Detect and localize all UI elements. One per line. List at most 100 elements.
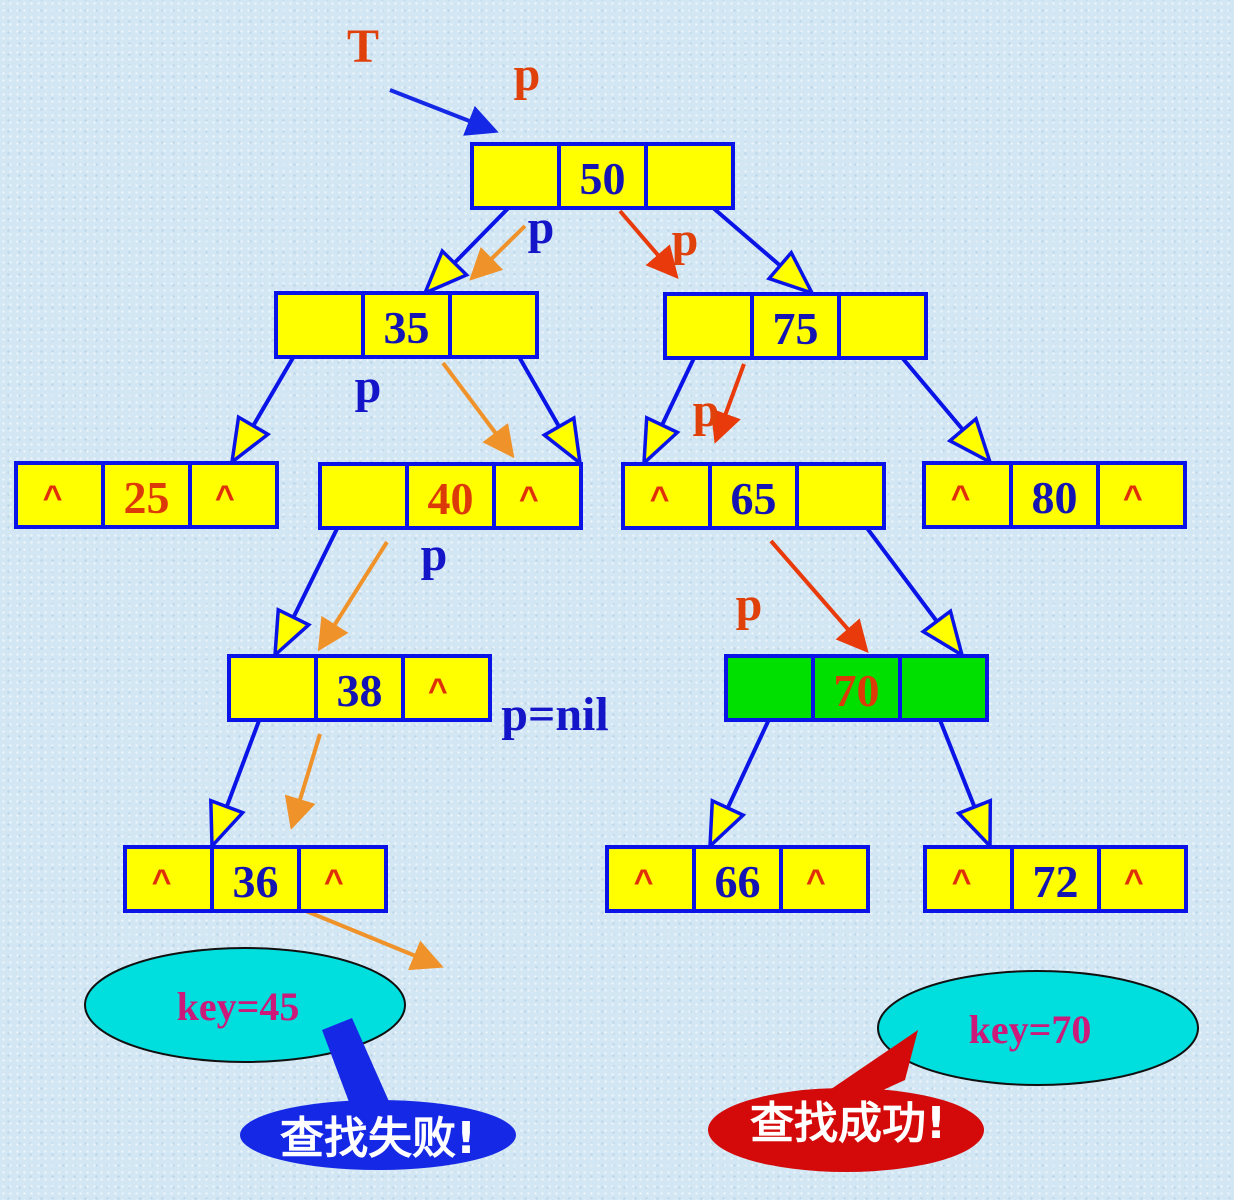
fail-step-40-38-arrow bbox=[317, 540, 389, 652]
node-80: 80 ^ ^ bbox=[922, 461, 1187, 529]
pointer-label-50-right: p bbox=[672, 213, 699, 266]
pointer-label-35: p bbox=[355, 360, 382, 413]
node-36: 36 ^ ^ bbox=[123, 845, 388, 913]
right-pointer-cell bbox=[401, 654, 492, 722]
edge-arrowhead bbox=[766, 249, 816, 297]
search-fail-group: key=45 查找失败! bbox=[84, 947, 516, 1170]
success-result-ellipse bbox=[708, 1088, 984, 1172]
right-pointer-cell bbox=[1097, 845, 1188, 913]
fail-step-36-nil-arrow bbox=[305, 909, 444, 971]
success-step-75-65-arrow bbox=[710, 363, 746, 444]
right-pointer-cell bbox=[644, 142, 735, 210]
value-cell bbox=[210, 845, 301, 913]
null-right-marker: ^ bbox=[215, 479, 235, 517]
right-pointer-cell bbox=[779, 845, 870, 913]
null-right-marker: ^ bbox=[1123, 479, 1143, 517]
fail-pointer-tail bbox=[322, 1018, 395, 1118]
null-left-marker: ^ bbox=[650, 480, 670, 518]
success-step-65-70-arrow bbox=[769, 539, 869, 654]
edge-arrowhead bbox=[708, 798, 747, 851]
left-pointer-cell bbox=[621, 462, 712, 530]
node-40: 40 ^ bbox=[318, 462, 583, 530]
node-value: 50 bbox=[580, 153, 626, 204]
left-pointer-cell bbox=[724, 654, 815, 722]
search-path-arrows bbox=[284, 88, 869, 971]
edge-arrowhead bbox=[955, 798, 993, 851]
success-step-50-75-arrow bbox=[618, 209, 679, 280]
null-right-marker: ^ bbox=[324, 863, 344, 901]
node-value: 70 bbox=[834, 665, 880, 716]
edge-arrowhead bbox=[229, 414, 272, 467]
null-left-marker: ^ bbox=[951, 479, 971, 517]
value-cell bbox=[1009, 461, 1100, 529]
node-35: 35 bbox=[274, 291, 539, 359]
key-70-label: key=70 bbox=[969, 1007, 1092, 1052]
fail-result-ellipse bbox=[240, 1100, 516, 1170]
null-right-marker: ^ bbox=[519, 480, 539, 518]
left-pointer-cell bbox=[923, 845, 1014, 913]
node-value: 25 bbox=[124, 472, 170, 523]
fail-step-50-35-arrow bbox=[469, 224, 527, 281]
pointer-label-root: p bbox=[514, 48, 541, 101]
node-value: 40 bbox=[428, 473, 474, 524]
value-cell bbox=[314, 654, 405, 722]
pointer-label-40: p bbox=[421, 528, 448, 581]
right-pointer-cell bbox=[898, 654, 989, 722]
null-left-marker: ^ bbox=[152, 863, 172, 901]
edge-arrowhead bbox=[920, 608, 965, 659]
fail-step-38-36-arrow bbox=[284, 733, 322, 830]
node-value: 80 bbox=[1032, 472, 1078, 523]
tree-edges bbox=[209, 186, 994, 851]
node-value: 72 bbox=[1033, 856, 1079, 907]
null-left-marker: ^ bbox=[634, 863, 654, 901]
pointer-label-75: p bbox=[693, 384, 720, 437]
node-value: 38 bbox=[337, 665, 383, 716]
value-cell bbox=[692, 845, 783, 913]
right-pointer-cell bbox=[795, 462, 886, 530]
fail-result-text: 查找失败! bbox=[280, 1113, 476, 1164]
edge-arrowhead bbox=[946, 415, 994, 466]
success-result-text: 查找成功! bbox=[750, 1098, 946, 1149]
node-value: 65 bbox=[731, 473, 777, 524]
null-right-marker: ^ bbox=[806, 863, 826, 901]
left-pointer-cell bbox=[318, 462, 409, 530]
null-left-marker: ^ bbox=[43, 479, 63, 517]
edge-arrowhead bbox=[421, 248, 470, 297]
left-pointer-cell bbox=[227, 654, 318, 722]
left-pointer-cell bbox=[470, 142, 561, 210]
key-70-ellipse bbox=[877, 970, 1199, 1086]
left-pointer-cell bbox=[922, 461, 1013, 529]
right-pointer-cell bbox=[1096, 461, 1187, 529]
node-value: 35 bbox=[384, 302, 430, 353]
pointer-label-65: p bbox=[736, 578, 763, 631]
right-pointer-cell bbox=[837, 292, 928, 360]
right-pointer-cell bbox=[297, 845, 388, 913]
key-45-label: key=45 bbox=[177, 984, 300, 1029]
node-70: 70 bbox=[724, 654, 989, 722]
value-cell bbox=[557, 142, 648, 210]
value-cell bbox=[101, 461, 192, 529]
node-66: 66^^ bbox=[605, 845, 870, 913]
root-pointer-T-arrow bbox=[389, 88, 499, 136]
edge-arrowhead bbox=[272, 607, 312, 660]
node-value: 36 bbox=[233, 856, 279, 907]
node-72: 72 ^ ^ bbox=[923, 845, 1188, 913]
edge-arrowhead bbox=[541, 415, 583, 468]
left-pointer-cell bbox=[274, 291, 365, 359]
fail-step-35-40-arrow bbox=[441, 361, 515, 459]
pointer-label-50-left: p bbox=[528, 201, 555, 254]
null-left-marker: ^ bbox=[952, 863, 972, 901]
value-cell bbox=[405, 462, 496, 530]
node-25: 25 ^ ^ bbox=[14, 461, 279, 529]
right-pointer-cell bbox=[448, 291, 539, 359]
success-pointer-tail bbox=[815, 1030, 918, 1105]
node-50: 50 bbox=[470, 142, 735, 210]
null-right-marker: ^ bbox=[1124, 863, 1144, 901]
node-38: 38 ^ bbox=[227, 654, 492, 722]
node-value: 75 bbox=[773, 303, 819, 354]
null-right-marker: ^ bbox=[428, 672, 448, 710]
right-pointer-cell bbox=[188, 461, 279, 529]
